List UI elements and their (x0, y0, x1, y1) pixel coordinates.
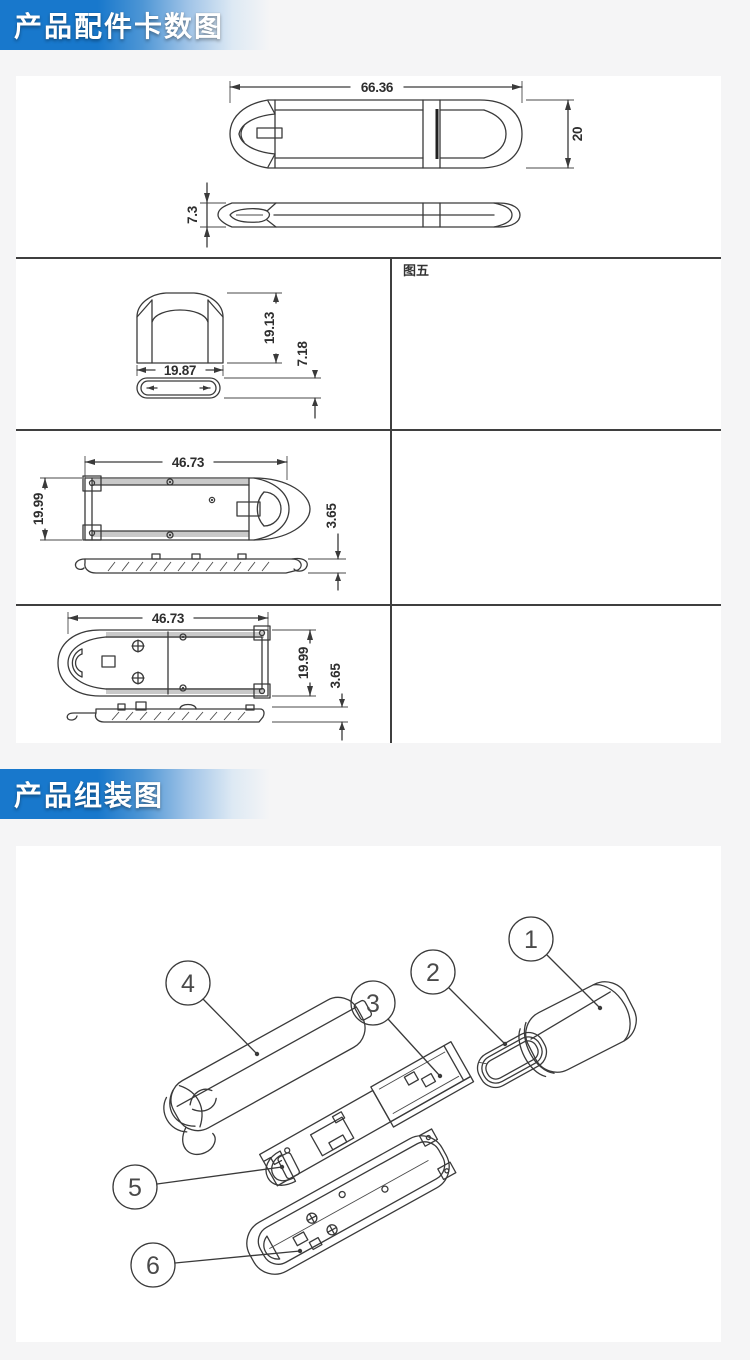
part-ring (476, 1031, 548, 1089)
dim-topshell-width: 19.99 (31, 493, 46, 525)
dim-bottomshell-thickness: 3.65 (328, 663, 343, 689)
balloon-1: 1 (508, 916, 554, 962)
parts-drawing: 图五 66.36 20 (16, 80, 721, 743)
balloon-2-label: 2 (426, 959, 440, 987)
usb-side-view: 7.3 (185, 182, 521, 248)
balloon-3: 3 (350, 980, 396, 1026)
cap-front-view: 19.13 19.87 (136, 292, 282, 378)
balloon-3-label: 3 (366, 990, 380, 1018)
assembly-diagram-panel: 1 2 3 4 5 6 (16, 846, 721, 1342)
dim-topshell-length: 46.73 (172, 455, 205, 470)
balloon-4-label: 4 (181, 970, 195, 998)
part-bottom-shell (246, 1128, 457, 1275)
parts-section-title: 产品配件卡数图 (14, 11, 225, 42)
table-grid (16, 257, 721, 743)
part-top-shell (163, 996, 373, 1155)
dim-cap-height: 19.13 (262, 311, 277, 344)
assembly-section-header: 产品组装图 (0, 769, 750, 819)
balloon-6: 6 (130, 1242, 176, 1288)
dim-cap-width: 19.87 (164, 363, 196, 378)
assembly-drawing: 1 2 3 4 5 6 (112, 916, 637, 1288)
usb-top-view: 66.36 20 (229, 80, 585, 169)
balloon-5: 5 (112, 1164, 158, 1210)
balloon-2: 2 (410, 949, 456, 995)
dim-top-height: 20 (570, 127, 585, 141)
parts-section-header: 产品配件卡数图 (0, 0, 750, 50)
dim-bottomshell-width: 19.99 (296, 647, 311, 679)
dim-top-length: 66.36 (361, 80, 394, 95)
balloon-4: 4 (165, 960, 211, 1006)
dim-side-thickness: 7.3 (185, 205, 200, 224)
balloon-5-label: 5 (128, 1174, 142, 1202)
figure-label: 图五 (403, 263, 429, 278)
part-cap (518, 981, 637, 1078)
balloon-1-label: 1 (524, 926, 538, 954)
balloon-6-label: 6 (146, 1252, 160, 1280)
bottom-shell-view: 46.73 19.99 (57, 611, 348, 741)
dim-cap-depth: 7.18 (295, 341, 310, 367)
dim-bottomshell-length: 46.73 (152, 611, 185, 626)
part-pcb-usb (259, 1041, 475, 1187)
assembly-section-title: 产品组装图 (14, 780, 165, 811)
parts-diagram-panel: 图五 66.36 20 (16, 76, 721, 743)
top-shell-view: 46.73 19.99 (31, 455, 346, 591)
dim-topshell-thickness: 3.65 (324, 503, 339, 529)
cap-bottom-view: 7.18 (136, 341, 321, 419)
balloon-leaders (156, 954, 603, 1264)
